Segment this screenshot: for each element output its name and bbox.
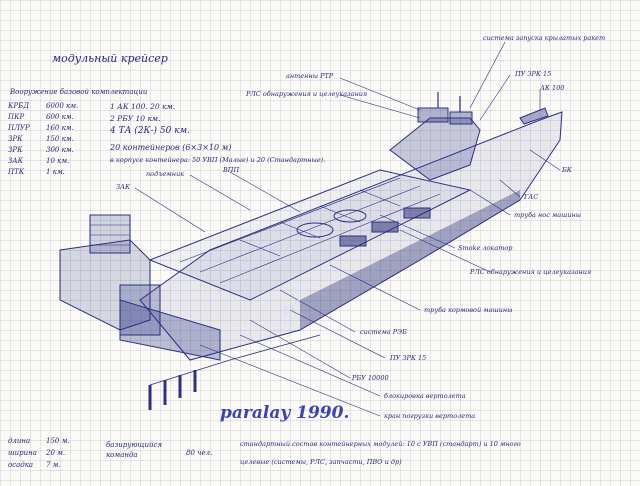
label-rzb: система РЭБ xyxy=(360,328,407,336)
spec-row: ЗРК 150 км. xyxy=(8,135,90,143)
spec-value: 150 км. xyxy=(46,135,74,143)
spec-name: ЗРК xyxy=(8,146,23,154)
label-helicopter-lock: блокировка вертолета xyxy=(384,392,466,400)
spec-value: 300 км. xyxy=(46,146,74,154)
crew-label: базирующийся команда xyxy=(106,441,163,459)
helipad-1 xyxy=(296,222,334,238)
helipad-2 xyxy=(333,209,367,223)
armament-line: 20 контейнеров (6×3×10 м) xyxy=(110,143,232,152)
label-ak100: АК 100 xyxy=(540,84,565,92)
armament-line: 4 ТА (2К-) 50 км. xyxy=(110,126,190,136)
label-launch-system: система запуска крылатых ракет xyxy=(483,34,606,42)
label-zrk-bottom: ПУ ЗРК 15 xyxy=(390,354,427,362)
label-antenna: антенны РТР xyxy=(286,72,334,80)
label-crane: кран погрузки вертолета xyxy=(384,412,476,420)
spec-value: 600 км. xyxy=(46,113,74,121)
spec-value: 160 км. xyxy=(46,124,74,132)
spec-value: 6000 км. xyxy=(46,102,79,110)
armament-line: в корпусе контейнера: 50 УВП (Малые) и 2… xyxy=(110,156,326,164)
dimension-value: 20 м. xyxy=(46,449,66,457)
bottom-note-1: стандартный состав контейнерных модулей:… xyxy=(240,440,521,448)
label-smoke: Smoke локатор xyxy=(458,244,513,252)
spec-row: ПЛУР 160 км. xyxy=(8,124,90,132)
armament-line: 2 РБУ 10 км. xyxy=(110,114,161,123)
bow-gun xyxy=(519,107,549,125)
dimension-value: 7 м. xyxy=(46,461,61,469)
spec-name: ЗРК xyxy=(8,135,23,143)
dimension-row: ширина 20 м. xyxy=(8,449,90,457)
dimension-name: длина xyxy=(8,437,31,445)
label-zak: ЗАК xyxy=(116,183,131,191)
spec-name: ПЛУР xyxy=(8,124,30,132)
armament-line: 1 АК 100. 20 км. xyxy=(110,102,176,111)
dimension-name: ширина xyxy=(8,449,37,457)
label-vpp: ВПП xyxy=(223,166,240,174)
label-gas: ГАС xyxy=(524,193,539,201)
dimension-name: осадка xyxy=(8,461,34,469)
specs-header: Вооружение базовой комплектации xyxy=(10,88,148,96)
spec-row: ЗРК 300 км. xyxy=(8,146,90,154)
superstructure xyxy=(389,117,481,181)
spec-row: ЗАК 10 км. xyxy=(8,157,90,165)
label-radar-top: РЛС обнаружения и целеуказания xyxy=(246,90,368,98)
spec-row: ПТК 1 км. xyxy=(8,168,90,176)
signature: paralay 1990. xyxy=(220,403,350,423)
label-lift: подъемник xyxy=(146,170,185,178)
dimension-row: длина 150 м. xyxy=(8,437,90,445)
spec-name: ПТК xyxy=(8,168,25,176)
bottom-note-2: целевые (системы, РЛС, запчасти, ПВО и д… xyxy=(240,458,402,466)
page-title: модульный крейсер xyxy=(52,52,168,65)
spec-name: ПКР xyxy=(8,113,25,121)
crew-value: 80 чел. xyxy=(186,449,213,457)
spec-name: КРБД xyxy=(8,102,29,110)
label-nose-pipe: труба нос машины xyxy=(514,211,582,219)
label-radar-mid: РЛС обнаружения и целеуказания xyxy=(470,268,592,276)
label-stern-pipe: труба кормовой машины xyxy=(424,306,513,314)
label-rbu: РБУ 10000 xyxy=(352,374,389,382)
spec-name: ЗАК xyxy=(8,157,24,165)
dimension-value: 150 м. xyxy=(46,437,70,445)
spec-value: 1 км. xyxy=(46,168,65,176)
label-bk: БК xyxy=(562,166,572,174)
label-zrk-top: ПУ ЗРК 15 xyxy=(515,70,552,78)
spec-row: ПКР 600 км. xyxy=(8,113,90,121)
spec-value: 10 км. xyxy=(46,157,70,165)
dimension-row: осадка 7 м. xyxy=(8,461,90,469)
spec-row: КРБД 6000 км. xyxy=(8,102,90,110)
